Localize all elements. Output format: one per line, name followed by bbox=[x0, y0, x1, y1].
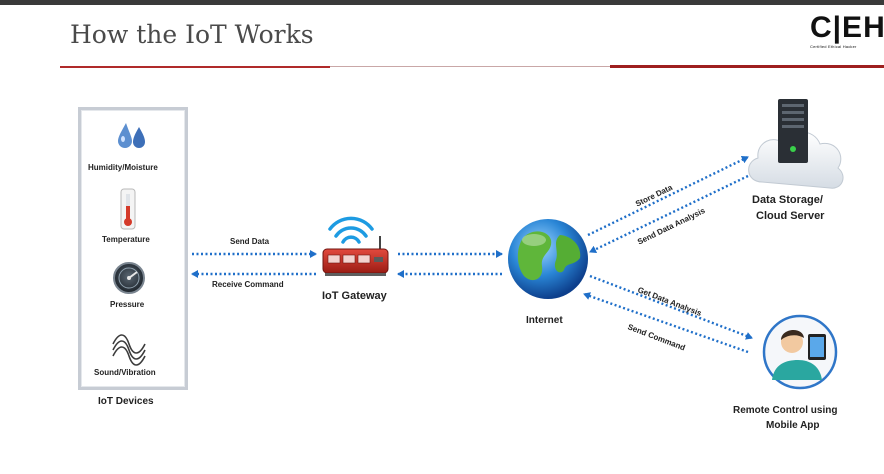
thermometer-icon bbox=[120, 188, 136, 230]
gateway-label: IoT Gateway bbox=[322, 290, 387, 302]
device-label-pressure: Pressure bbox=[110, 300, 145, 309]
top-bar bbox=[0, 0, 884, 5]
remote-label-line1: Remote Control using bbox=[733, 405, 838, 416]
wifi-router-icon bbox=[322, 216, 389, 276]
storage-label-line2: Cloud Server bbox=[756, 210, 825, 222]
water-drops-icon bbox=[118, 123, 145, 148]
title-rule-middle bbox=[330, 66, 610, 67]
title-rule-right bbox=[610, 65, 884, 68]
arrow-get-data-analysis bbox=[589, 274, 753, 340]
arrows bbox=[191, 155, 753, 354]
sound-wave-icon bbox=[112, 334, 146, 366]
device-label-sound: Sound/Vibration bbox=[94, 368, 156, 377]
label-receive-command: Receive Command bbox=[212, 280, 284, 289]
title-rule-left bbox=[60, 66, 330, 68]
internet-label: Internet bbox=[526, 315, 563, 326]
iot-devices-caption: IoT Devices bbox=[98, 396, 154, 407]
pressure-gauge-icon bbox=[113, 262, 145, 294]
globe-icon bbox=[508, 219, 588, 299]
arrow-send-command bbox=[583, 292, 749, 354]
label-send-data: Send Data bbox=[230, 237, 270, 246]
storage-label-line1: Data Storage/ bbox=[752, 194, 823, 206]
device-label-temperature: Temperature bbox=[102, 235, 150, 244]
remote-label-line2: Mobile App bbox=[766, 420, 820, 431]
logo-subtitle: Certified Ethical Hacker bbox=[810, 44, 857, 49]
cloud-server-icon bbox=[748, 99, 844, 189]
device-label-humidity: Humidity/Moisture bbox=[88, 163, 158, 172]
iot-devices-panel bbox=[78, 107, 188, 390]
mobile-user-icon bbox=[762, 314, 838, 390]
page-title: How the IoT Works bbox=[70, 20, 314, 49]
